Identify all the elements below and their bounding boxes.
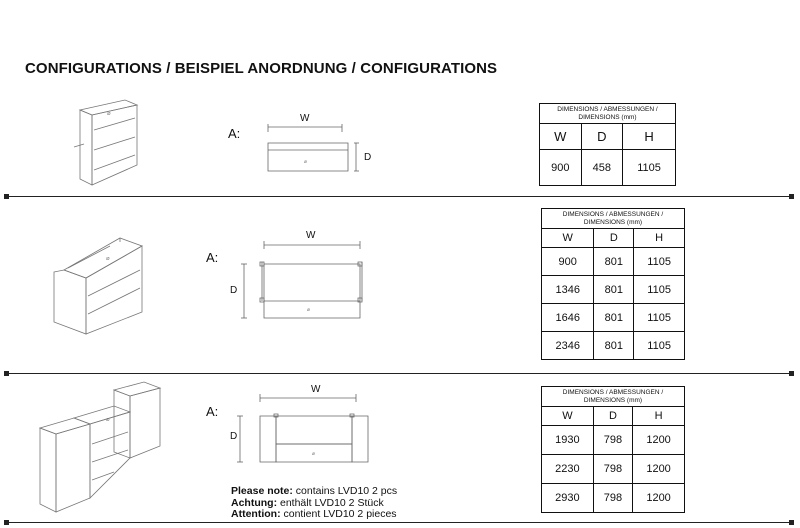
config-label: A:: [206, 404, 219, 419]
cell-w: 2930: [541, 483, 594, 513]
cell-d: 798: [592, 454, 634, 484]
note-label: Achtung:: [231, 496, 278, 509]
table-row: 900 801 1105: [540, 247, 685, 276]
cell-w: 2346: [540, 331, 595, 360]
svg-text:⌀: ⌀: [106, 255, 110, 262]
table-header: DIMENSIONS / ABMESSUNGEN / DIMENSIONS (m…: [541, 386, 685, 407]
depth-label: D: [230, 285, 238, 296]
col-h: H: [633, 228, 685, 248]
cell-h: 1105: [633, 275, 685, 304]
table-row: 2230 798 1200: [541, 454, 685, 484]
section-divider: [4, 520, 794, 525]
cell-w: 2230: [541, 454, 594, 484]
col-h: H: [622, 123, 676, 150]
section-divider: [4, 194, 794, 199]
reception-desk-3d-drawing-2: ⌀: [48, 232, 158, 342]
col-d: D: [592, 406, 634, 426]
col-w: W: [541, 406, 594, 426]
cell-d: 801: [593, 303, 635, 332]
table-row: 2346 801 1105: [540, 331, 685, 360]
svg-text:⌀: ⌀: [312, 451, 315, 457]
note-text: contient LVD10 2 pieces: [280, 508, 397, 520]
dimensions-table-1: DIMENSIONS / ABMESSUNGEN / DIMENSIONS (m…: [539, 103, 676, 186]
table-row: 1346 801 1105: [540, 275, 685, 304]
notes-block: Please note: contains LVD10 2 pcs Achtun…: [231, 485, 398, 521]
depth-label: D: [364, 152, 372, 163]
floor-plan-1: ⌀: [262, 110, 382, 180]
table-header: DIMENSIONS / ABMESSUNGEN / DIMENSIONS (m…: [541, 208, 685, 229]
svg-text:⌀: ⌀: [106, 416, 110, 423]
note-text: enthält LVD10 2 Stück: [277, 496, 384, 509]
col-d: D: [580, 123, 624, 150]
note-label: Attention:: [231, 508, 281, 520]
floor-plan-2: ⌀: [238, 228, 368, 323]
table-row: 1930 798 1200: [541, 425, 685, 455]
cell-d: 801: [593, 275, 635, 304]
note-text: contains LVD10 2 pcs: [292, 485, 398, 497]
cell-h: 1105: [633, 247, 685, 276]
cell-w: 1646: [540, 303, 595, 332]
col-w: W: [540, 228, 595, 248]
svg-text:⌀: ⌀: [307, 307, 310, 313]
dimensions-table-3: DIMENSIONS / ABMESSUNGEN / DIMENSIONS (m…: [541, 386, 685, 513]
note-label: Please note:: [231, 485, 293, 497]
width-label: W: [300, 113, 310, 124]
table-row: 900 458 1105: [539, 149, 676, 186]
cell-w: 900: [540, 247, 595, 276]
width-label: W: [311, 384, 321, 395]
cell-d: 798: [592, 425, 634, 455]
cell-w: 1930: [541, 425, 594, 455]
config-label: A:: [228, 126, 241, 141]
cell-h: 1200: [632, 483, 685, 513]
width-label: W: [306, 230, 316, 241]
cell-w: 1346: [540, 275, 595, 304]
table-row: 1646 801 1105: [540, 303, 685, 332]
config-label: A:: [206, 250, 219, 265]
page-title: CONFIGURATIONS / BEISPIEL ANORDNUNG / CO…: [25, 60, 498, 77]
cell-d: 801: [593, 247, 635, 276]
cell-h: 1105: [622, 149, 676, 186]
note-line: Attention: contient LVD10 2 pieces: [231, 508, 397, 521]
note-line: Achtung: enthält LVD10 2 Stück: [231, 496, 397, 510]
section-divider: [4, 371, 794, 376]
col-h: H: [632, 406, 685, 426]
reception-desk-3d-drawing-3: ⌀: [34, 378, 164, 518]
col-w: W: [539, 123, 582, 150]
col-d: D: [593, 228, 635, 248]
svg-text:⌀: ⌀: [107, 110, 111, 117]
cell-d: 798: [592, 483, 634, 513]
cell-h: 1200: [632, 454, 685, 484]
cell-d: 458: [580, 149, 624, 186]
cell-h: 1200: [632, 425, 685, 455]
dimensions-table-2: DIMENSIONS / ABMESSUNGEN / DIMENSIONS (m…: [540, 208, 685, 360]
cell-d: 801: [593, 331, 635, 360]
cell-h: 1105: [633, 303, 685, 332]
cell-h: 1105: [633, 331, 685, 360]
note-line: Please note: contains LVD10 2 pcs: [231, 485, 398, 498]
table-row: 2930 798 1200: [541, 483, 685, 513]
floor-plan-3: ⌀: [228, 384, 378, 468]
depth-label: D: [230, 431, 238, 442]
cell-w: 900: [539, 149, 582, 186]
svg-text:⌀: ⌀: [304, 159, 307, 165]
table-header: DIMENSIONS / ABMESSUNGEN / DIMENSIONS (m…: [539, 103, 676, 124]
reception-desk-3d-drawing-1: ⌀: [70, 95, 150, 190]
